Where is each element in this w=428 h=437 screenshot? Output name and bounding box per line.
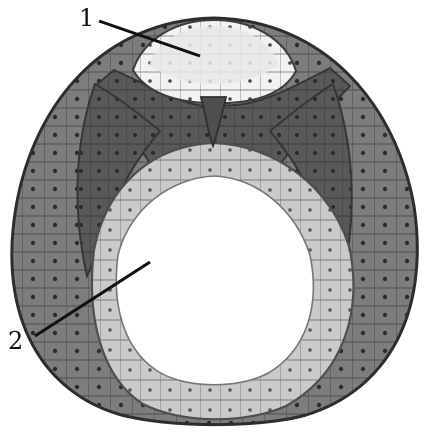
callout-label-2: 2 — [8, 329, 23, 353]
callout-label-1: 1 — [79, 6, 94, 30]
